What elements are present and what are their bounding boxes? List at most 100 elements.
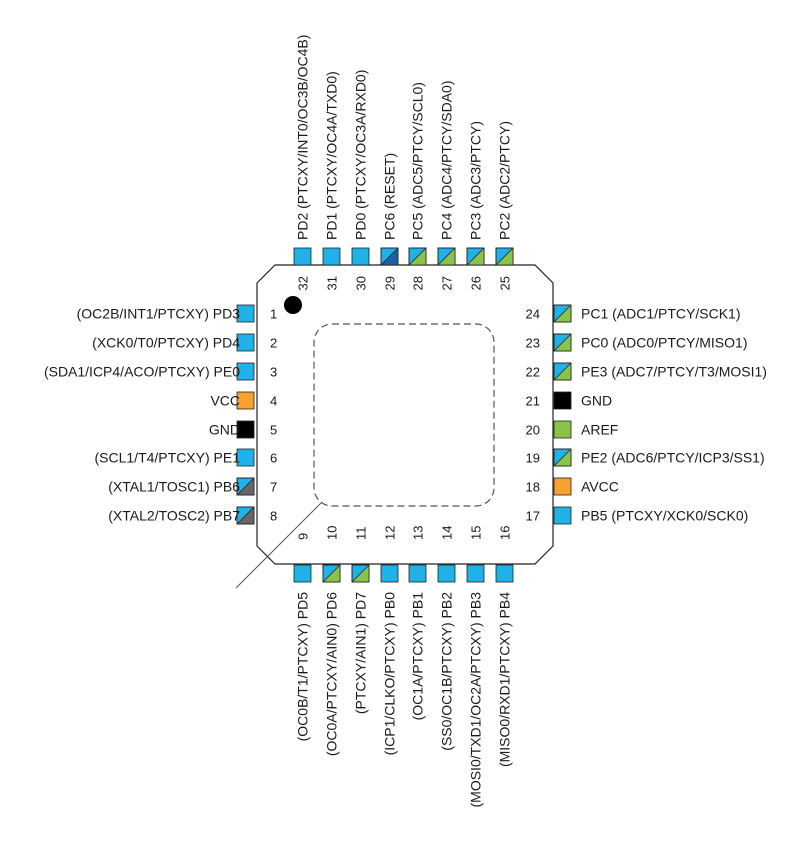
bottom-pin-num-5: 14 [440,526,455,540]
bottom-pin-pad-pd5 [293,564,312,583]
right-pin-label-2: PE3 (ADC7/PTCY/T3/MOSI1) [581,364,767,380]
top-pin-label-4: PC5 (ADC5/PTCY/SCL0) [410,82,426,240]
bottom-pin-label-0: (OC0B/T1/PTCXY) PD5 [295,592,311,742]
left-pin-pad-pe0 [236,362,255,381]
left-pin-pad-vcc [236,391,255,410]
top-pin-num-3: 29 [383,276,398,290]
left-pin-pad-pb6 [236,477,255,496]
bottom-pin-label-6: (MOSI0/TXD1/OC2A/PTCXY) PB3 [468,592,484,808]
top-pin-num-1: 31 [325,276,340,290]
right-pin-num-1: 23 [526,336,540,351]
bottom-pin-label-5: (SS0/OC1B/PTCXY) PB2 [439,592,455,751]
top-pin-num-7: 25 [498,276,513,290]
left-pin-num-0: 1 [270,307,277,322]
left-pin-num-3: 4 [270,394,277,409]
bottom-pin-num-4: 13 [411,526,426,540]
right-pin-label-3: GND [581,393,612,409]
left-pin-label-1: (XCK0/T0/PTCXY) PD4 [92,335,240,351]
right-pin-num-3: 21 [526,394,540,409]
left-pin-pad-pd4 [236,333,255,352]
top-pin-label-3: PC6 (RESET) [382,153,398,240]
bottom-pin-label-1: (OC0A/PTCXY/AIN0) PD6 [324,592,340,756]
right-pin-pad-avcc [553,477,572,496]
pin1-marker-dot [284,296,302,314]
right-pin-pad-pc1 [553,304,572,323]
top-pin-num-4: 28 [411,276,426,290]
exposed-pad [313,323,495,507]
right-pin-pad-aref [553,420,572,439]
top-pin-label-6: PC3 (ADC3/PTCY) [468,121,484,240]
bottom-pin-label-2: (PTCXY/AIN1) PD7 [353,592,369,714]
top-pin-pad-pc2 [495,247,514,266]
bottom-pin-pad-pb3 [466,564,485,583]
bottom-pin-label-3: (ICP1/CLKO/PTCXY) PB0 [382,592,398,756]
bottom-pin-pad-pd6 [322,564,341,583]
bottom-pin-num-2: 11 [354,527,369,541]
bottom-pin-pad-pb1 [408,564,427,583]
pad-leader-line [235,501,323,589]
bottom-pin-num-1: 10 [325,526,340,540]
left-pin-num-4: 5 [270,423,277,438]
right-pin-label-4: AREF [581,422,618,438]
left-pin-label-2: (SDA1/ICP4/ACO/PTCXY) PE0 [44,364,240,380]
left-pin-pad-gnd [236,420,255,439]
top-pin-label-0: PD2 (PTCXY/INT0/OC3B/OC4B) [295,35,311,240]
left-pin-num-7: 8 [270,509,277,524]
bottom-pin-pad-pd7 [351,564,370,583]
left-pin-pad-pb7 [236,506,255,525]
right-pin-label-1: PC0 (ADC0/PTCY/MISO1) [581,335,747,351]
right-pin-label-0: PC1 (ADC1/PTCY/SCK1) [581,306,740,322]
left-pin-num-1: 2 [270,336,277,351]
bottom-pin-pad-pb4 [495,564,514,583]
left-pin-num-5: 6 [270,451,277,466]
chip-body [256,264,554,565]
top-pin-num-6: 26 [469,276,484,290]
right-pin-num-2: 22 [526,365,540,380]
left-pin-label-6: (XTAL1/TOSC1) PB6 [108,479,240,495]
top-pin-num-5: 27 [440,276,455,290]
top-pin-num-0: 32 [296,276,311,290]
bottom-pin-num-0: 9 [296,533,311,540]
top-pin-label-7: PC2 (ADC2/PTCY) [497,121,513,240]
right-pin-num-7: 17 [526,509,540,524]
bottom-pin-num-6: 15 [469,526,484,540]
bottom-pin-num-3: 12 [383,526,398,540]
right-pin-pad-gnd [553,391,572,410]
right-pin-pad-pc0 [553,333,572,352]
left-pin-num-2: 3 [270,365,277,380]
top-pin-label-2: PD0 (PTCXY/OC3A/RXD0) [353,70,369,240]
bottom-pin-label-7: (MISO0/RXD1/PTCXY) PB4 [497,592,513,767]
right-pin-num-0: 24 [526,307,540,322]
right-pin-label-6: AVCC [581,479,619,495]
left-pin-num-6: 7 [270,480,277,495]
top-pin-pad-pc3 [466,247,485,266]
left-pin-label-5: (SCL1/T4/PTCXY) PE1 [95,450,241,466]
bottom-pin-pad-pb2 [437,564,456,583]
right-pin-num-6: 18 [526,480,540,495]
right-pin-num-4: 20 [526,423,540,438]
left-pin-label-0: (OC2B/INT1/PTCXY) PD3 [77,306,241,322]
right-pin-num-5: 19 [526,451,540,466]
top-pin-pad-pc6 [380,247,399,266]
top-pin-pad-pc4 [437,247,456,266]
bottom-pin-label-4: (OC1A/PTCXY) PB1 [410,592,426,721]
top-pin-pad-pd2 [293,247,312,266]
right-pin-label-5: PE2 (ADC6/PTCY/ICP3/SS1) [581,450,765,466]
right-pin-pad-pb5 [553,506,572,525]
left-pin-pad-pd3 [236,304,255,323]
top-pin-num-2: 30 [354,276,369,290]
left-pin-label-3: VCC [210,393,240,409]
top-pin-pad-pd1 [322,247,341,266]
top-pin-label-5: PC4 (ADC4/PTCY/SDA0) [439,81,455,240]
bottom-pin-num-7: 16 [498,526,513,540]
left-pin-label-4: GND [209,422,240,438]
right-pin-pad-pe2 [553,448,572,467]
left-pin-label-7: (XTAL2/TOSC2) PB7 [108,508,240,524]
right-pin-label-7: PB5 (PTCXY/XCK0/SCK0) [581,508,748,524]
left-pin-pad-pe1 [236,448,255,467]
bottom-pin-pad-pb0 [380,564,399,583]
top-pin-label-1: PD1 (PTCXY/OC4A/TXD0) [324,71,340,240]
right-pin-pad-pe3 [553,362,572,381]
top-pin-pad-pd0 [351,247,370,266]
